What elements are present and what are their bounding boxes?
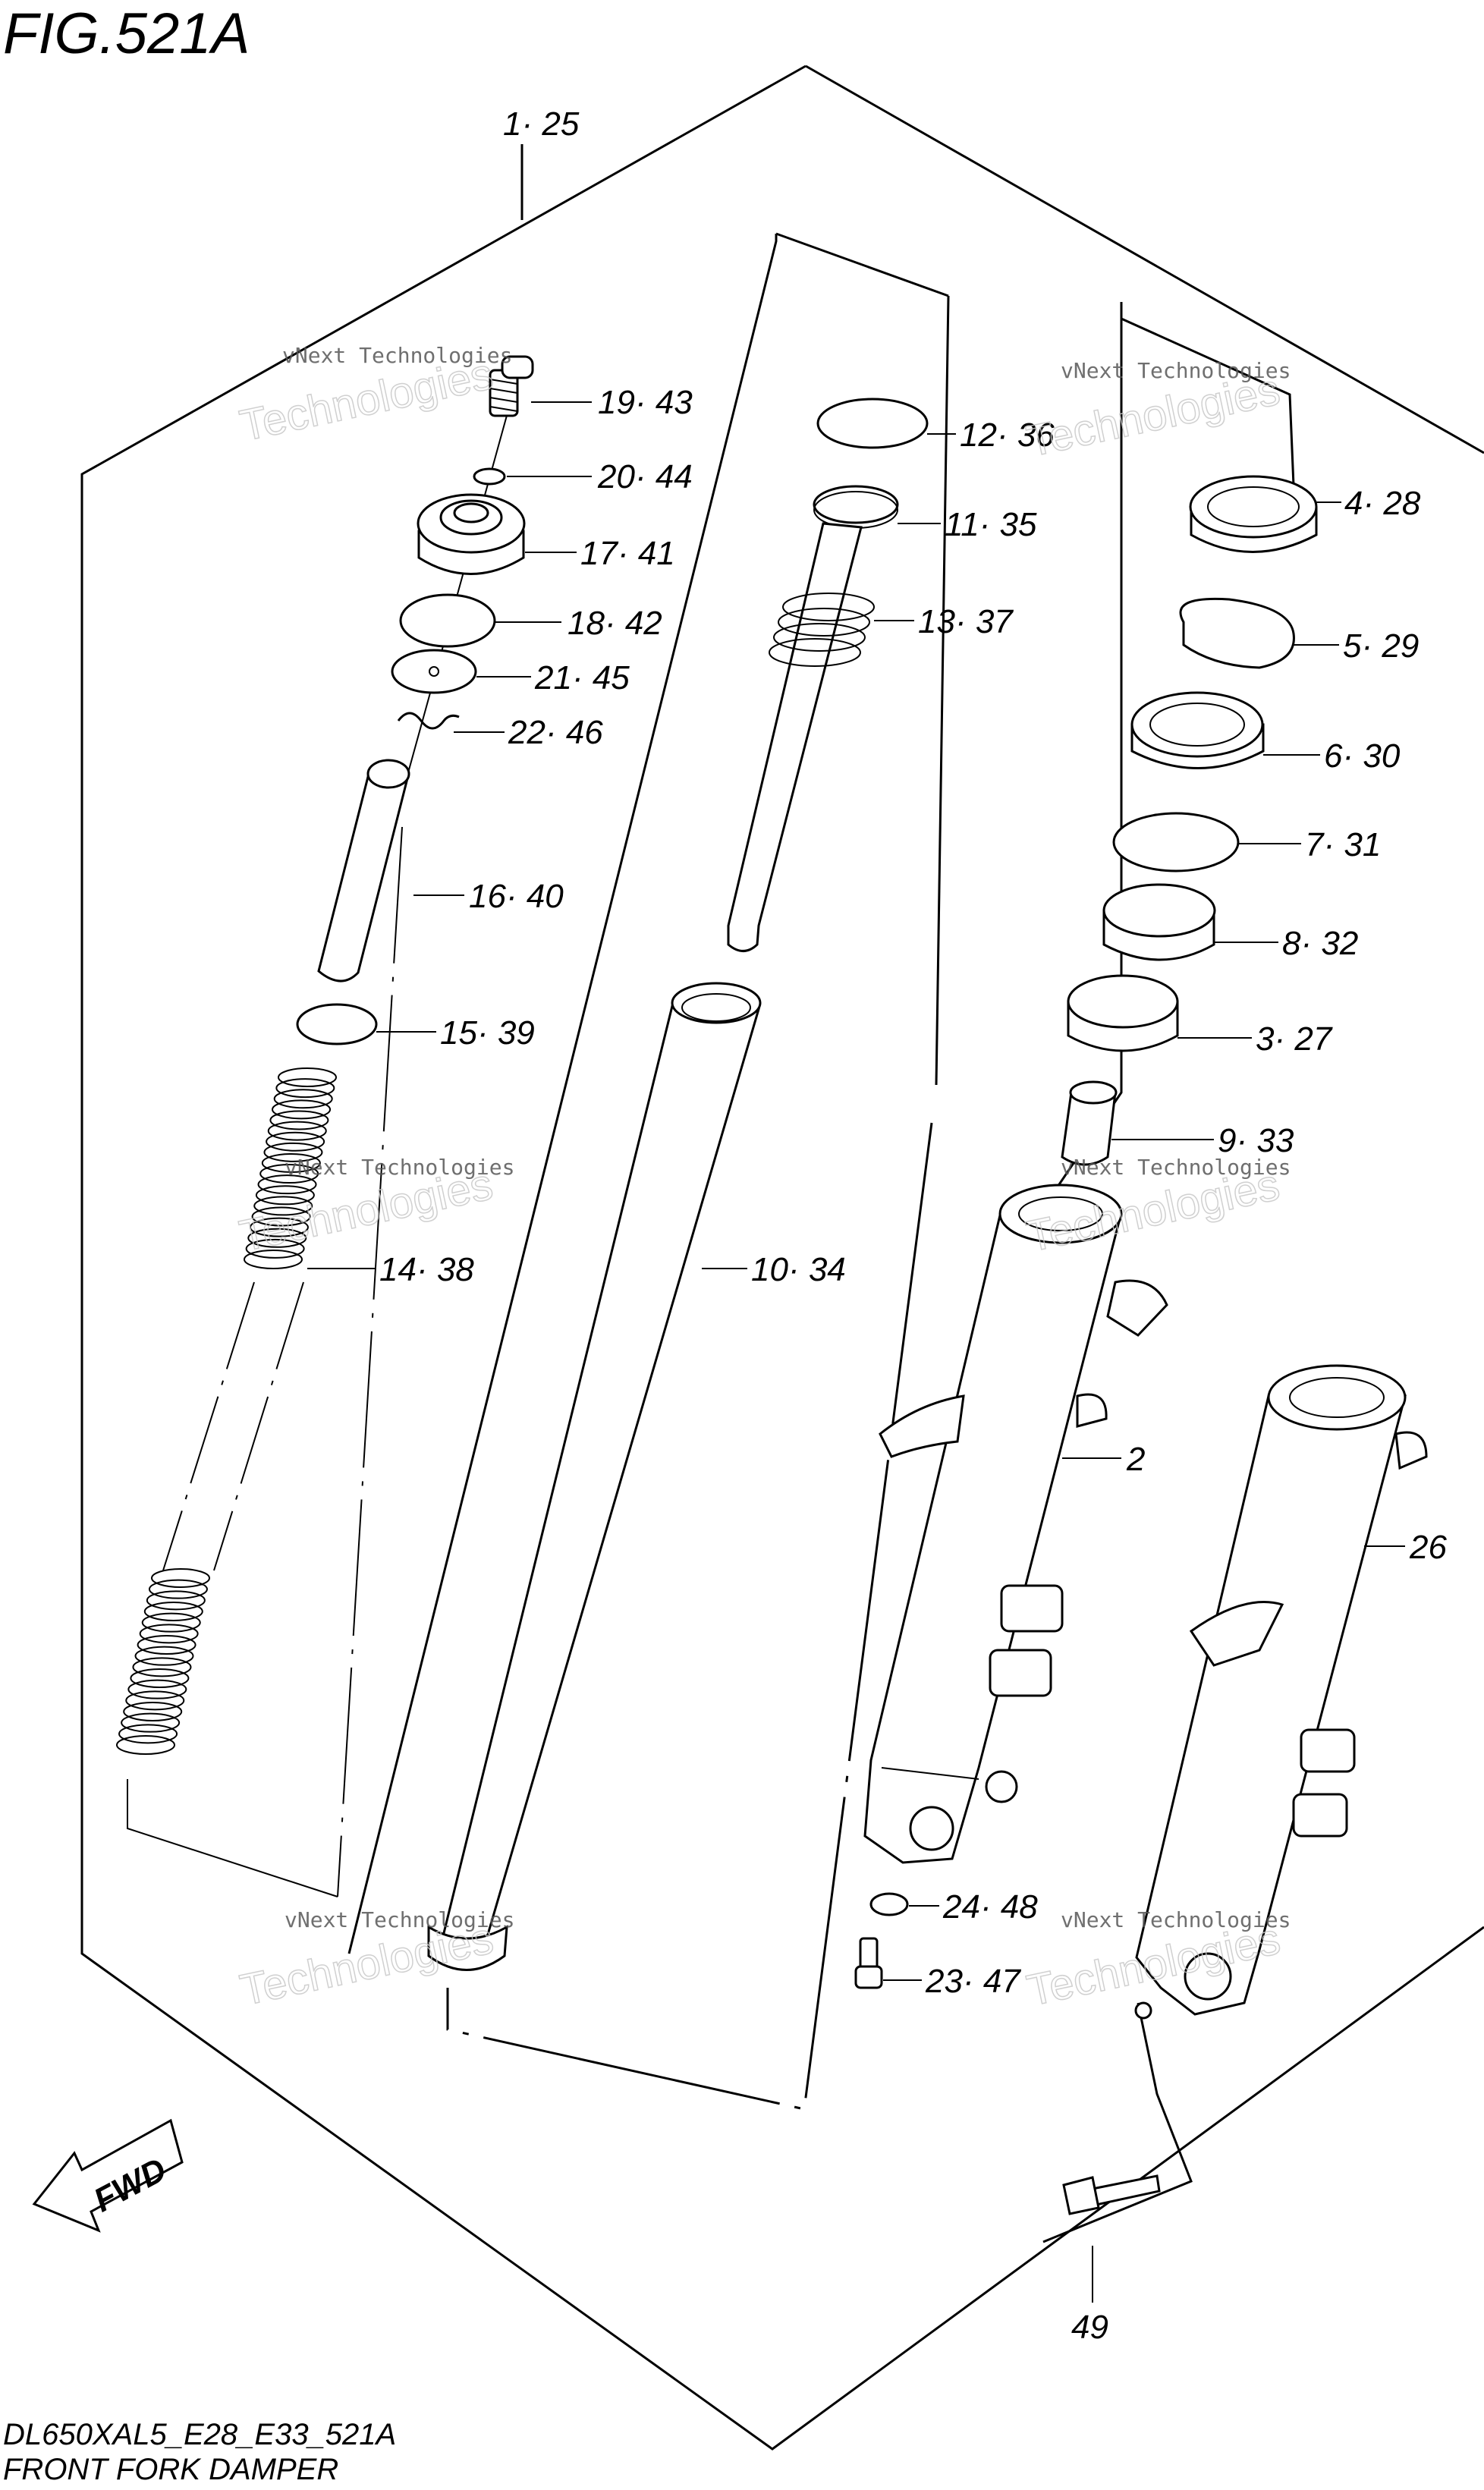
assembly-outline: [80, 64, 1484, 2451]
part-19-adjuster-bolt: [489, 355, 534, 417]
callout-13-37: 13· 37: [918, 603, 1014, 640]
part-23-drain-bolt: [854, 1937, 883, 1989]
part-16-spacer-tube: [317, 759, 410, 982]
assembly-outline-top-right: [805, 64, 1484, 454]
callout-4-28: 4· 28: [1344, 485, 1421, 522]
part-2-outer-tube: [863, 1184, 1168, 1864]
callout-24-48: 24· 48: [942, 1888, 1038, 1926]
figure-title: FIG.521A: [3, 2, 250, 66]
part-12-ring: [816, 398, 929, 449]
callout-20-44: 20· 44: [597, 458, 693, 495]
part-10-inner-tube: [427, 982, 762, 1971]
callout-10-34: 10· 34: [751, 1251, 846, 1288]
watermark-text: vNext Technologies: [285, 1907, 514, 1932]
callout-21-45: 21· 45: [534, 659, 630, 696]
callout-22-46: 22· 46: [508, 714, 603, 751]
part-4-dust-seal: [1189, 475, 1318, 553]
center-bracket-left: [347, 234, 778, 1954]
watermark-text: vNext Technologies: [1061, 1155, 1291, 1180]
right-bracket-top: [1120, 302, 1295, 486]
part-7-washer: [1112, 812, 1240, 872]
callout-15-39: 15· 39: [440, 1014, 535, 1052]
part-49-bolt: [1062, 2174, 1161, 2215]
watermark-group: vNext Technologies Technologies vNext Te…: [234, 343, 1291, 2016]
part-17-cap-bolt: [417, 493, 526, 575]
callout-5-29: 5· 29: [1343, 627, 1419, 665]
callout-2: 2: [1126, 1441, 1145, 1478]
center-bracket-right-b: [446, 1122, 933, 2111]
watermark-text: vNext Technologies: [282, 343, 512, 368]
fwd-arrow-icon: FWD: [32, 2118, 184, 2233]
callout-17-41: 17· 41: [580, 535, 675, 572]
left-bracket-bottom: [127, 1779, 338, 1897]
left-bracket-line-b: [337, 826, 403, 1897]
callout-8-32: 8· 32: [1282, 925, 1358, 962]
callout-3-27: 3· 27: [1256, 1020, 1333, 1058]
figure-name: FRONT FORK DAMPER: [3, 2453, 338, 2486]
part-21-washer: [391, 649, 477, 694]
callout-14-38: 14· 38: [379, 1251, 474, 1288]
callout-49: 49: [1071, 2309, 1108, 2346]
part-26-outer-tube: [1134, 1364, 1428, 2020]
part-6-oil-seal: [1130, 691, 1265, 769]
part-5-stopper-ring: [1179, 597, 1295, 669]
callout-16-40: 16· 40: [469, 878, 564, 915]
part-8-guide-bushing: [1102, 883, 1216, 961]
part-13-rebound-spring-rod: [727, 522, 875, 952]
part-24-gasket: [869, 1892, 909, 1916]
callout-labels: 1· 25 19· 43 20· 44 17· 41 18· 42 21· 45…: [379, 105, 1447, 2346]
part-3-slide-bushing: [1067, 974, 1179, 1052]
center-bracket-top: [775, 232, 949, 297]
left-bracket-line-a: [403, 376, 518, 790]
callout-23-47: 23· 47: [925, 1963, 1021, 2000]
part-9-oil-lock-piece: [1061, 1080, 1118, 1166]
callout-6-30: 6· 30: [1324, 737, 1401, 775]
part-11-piston-ring: [813, 485, 899, 529]
callout-19-43: 19· 43: [598, 384, 693, 421]
callout-1-25: 1· 25: [503, 105, 580, 143]
callout-12-36: 12· 36: [960, 417, 1055, 454]
watermark-text: vNext Technologies: [285, 1155, 514, 1180]
part-15-washer: [296, 1003, 378, 1045]
right-bracket-bottom: [1042, 2002, 1193, 2243]
watermark-text: vNext Technologies: [1061, 358, 1291, 383]
part-18-o-ring: [399, 593, 496, 648]
callout-9-33: 9· 33: [1218, 1122, 1294, 1159]
part-22-clip: [397, 712, 460, 730]
watermark-text: vNext Technologies: [1061, 1907, 1291, 1932]
part-20-o-ring: [473, 467, 506, 486]
callout-18-42: 18· 42: [568, 605, 662, 642]
callout-11-35: 11· 35: [945, 506, 1037, 543]
model-code: DL650XAL5_E28_E33_521A: [3, 2418, 396, 2451]
callout-7-31: 7· 31: [1305, 826, 1381, 863]
part-14-fork-spring: [116, 1067, 338, 1755]
callout-26: 26: [1409, 1529, 1447, 1566]
center-bracket-right-a: [935, 295, 950, 1086]
leader-lines: [307, 401, 1405, 2303]
